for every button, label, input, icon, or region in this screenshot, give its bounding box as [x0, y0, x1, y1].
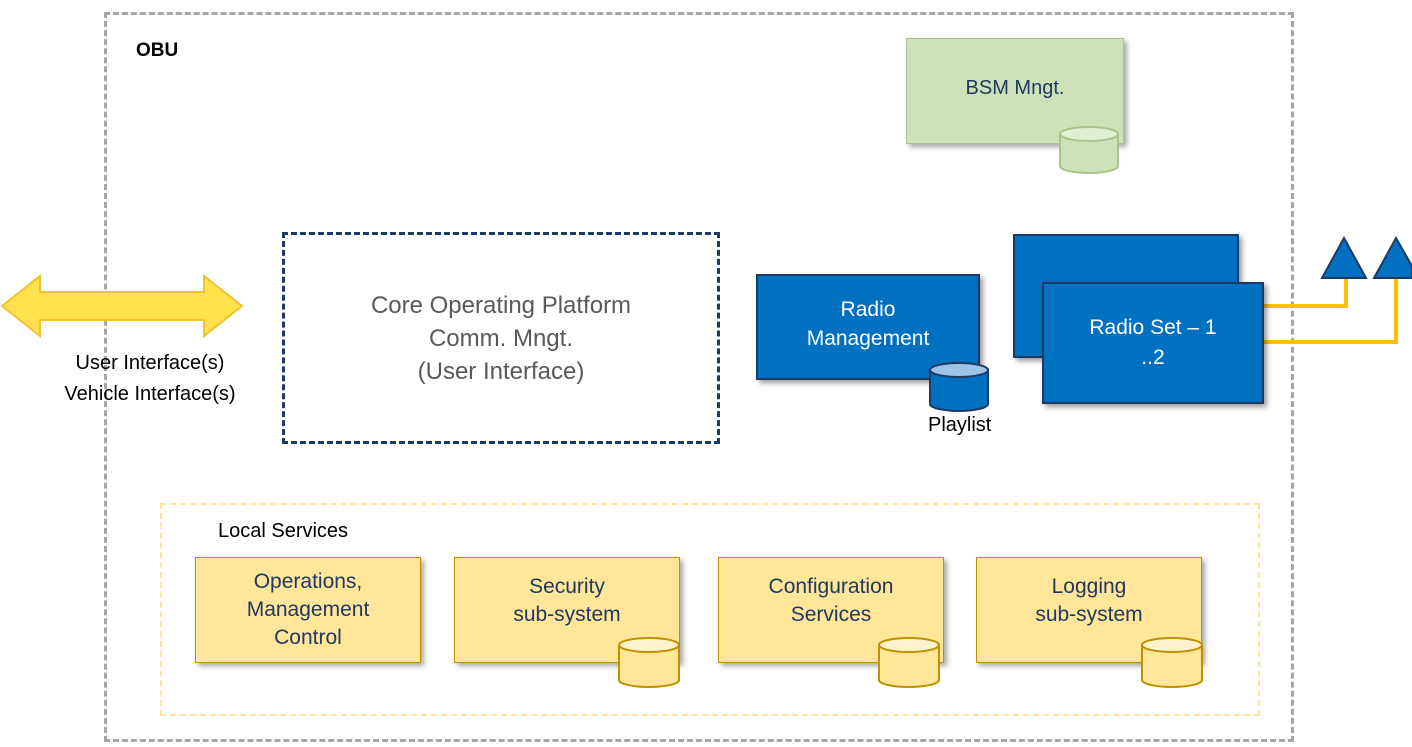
obu-label: OBU: [136, 40, 179, 61]
core-operating-platform-box: Core Operating Platform Comm. Mngt. (Use…: [282, 232, 720, 444]
operations-management-control-box: Operations, Management Control: [195, 557, 421, 663]
playlist-label: Playlist: [928, 414, 992, 436]
security-database-icon: [618, 637, 680, 688]
interfaces-label: User Interface(s) Vehicle Interface(s): [64, 352, 236, 405]
obu-frame: [104, 12, 1294, 742]
service-label: Logging sub-system: [1035, 575, 1143, 626]
logging-database-icon: [1141, 637, 1203, 688]
local-services-frame: [160, 503, 1260, 716]
bsm-label: BSM Mngt.: [965, 76, 1065, 99]
antenna-line-1: [1264, 278, 1348, 308]
service-label: Security sub-system: [513, 575, 621, 626]
configuration-database-icon: [878, 637, 940, 688]
playlist-database-icon: [929, 362, 989, 412]
service-label: Configuration Services: [768, 575, 894, 626]
antenna-icon-2: [1372, 235, 1412, 279]
radio-set-box: Radio Set – 1 ..2: [1042, 282, 1264, 404]
antenna-icon-1: [1320, 235, 1368, 279]
radio-set-label: Radio Set – 1 ..2: [1089, 316, 1217, 369]
bsm-database-icon: [1059, 126, 1119, 174]
interface-double-arrow: [0, 273, 244, 339]
local-services-label: Local Services: [218, 520, 349, 542]
radio-management-label: Radio Management: [806, 298, 930, 350]
core-label: Core Operating Platform Comm. Mngt. (Use…: [370, 291, 632, 385]
antenna-line-2: [1264, 278, 1398, 344]
radio-management-box: Radio Management: [756, 274, 980, 380]
service-label: Operations, Management Control: [246, 570, 370, 649]
